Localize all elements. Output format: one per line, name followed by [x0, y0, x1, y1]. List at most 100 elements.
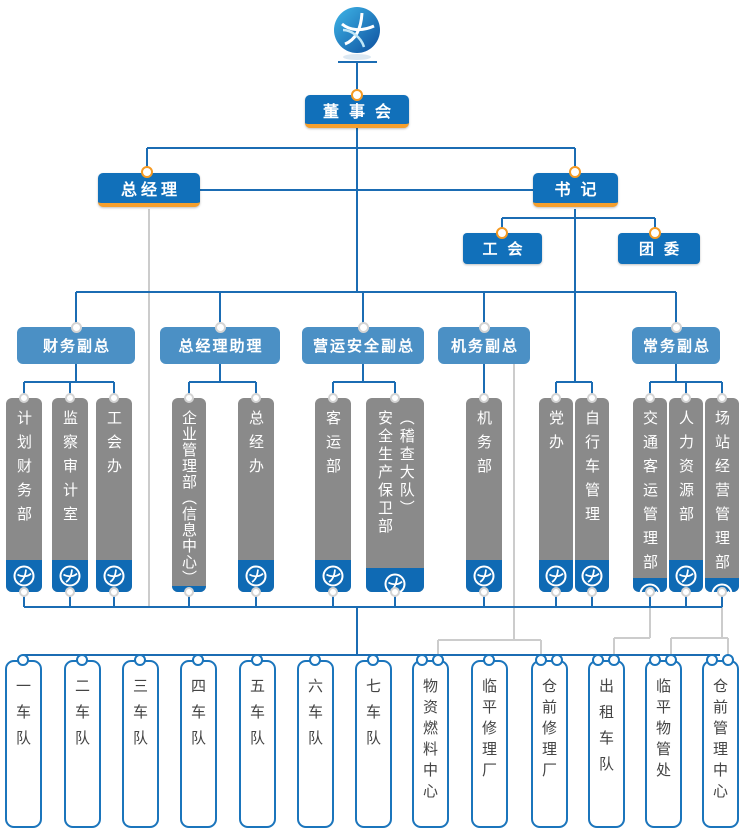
connector-dot: [551, 393, 561, 403]
dept-logo-footer: [669, 560, 703, 592]
connector-dot: [251, 587, 261, 597]
node-dept-bicycle-mgmt-label: 自行车管理: [583, 410, 601, 530]
connector-dot: [19, 393, 29, 403]
node-dept-transport-passenger-mgmt-label: 交通客运管理部: [641, 410, 659, 578]
node-youth-league: 团委: [618, 233, 700, 264]
connector-dot: [192, 654, 204, 666]
logo-icon: [581, 565, 603, 587]
connector-dot: [214, 321, 226, 333]
node-dept-bicycle-mgmt: 自行车管理: [575, 398, 609, 592]
connector-dot: [351, 89, 363, 101]
connector-dot: [141, 166, 153, 178]
node-unit-materials-fuel-center: 物资燃料中心: [411, 660, 449, 828]
node-unit-fleet-3: 三车队: [121, 660, 159, 828]
node-dept-party-office-label: 党办: [547, 410, 565, 458]
node-dept-safety-security: 安全生产保卫部（稽查大队）: [366, 398, 424, 592]
node-dept-planning-finance: 计划财务部: [6, 398, 42, 592]
node-secretary-label: 书记: [554, 180, 607, 199]
node-unit-fleet-2-label: 二车队: [73, 678, 91, 756]
connector-dot: [681, 587, 691, 597]
connector-dot: [432, 654, 444, 666]
connector-dot: [328, 393, 338, 403]
connector-dot: [109, 587, 119, 597]
node-dept-safety-security-label: 安全生产保卫部（稽查大队）: [376, 410, 416, 536]
connector-dot: [109, 393, 119, 403]
node-dept-party-office: 党办: [539, 398, 573, 592]
node-dept-station-mgmt-label: 场站经营管理部: [713, 410, 731, 578]
node-unit-linping-property-office-label: 临平物管处: [654, 678, 672, 783]
node-unit-fleet-4-label: 四车队: [189, 678, 207, 756]
connector-dot: [649, 654, 661, 666]
connector-dot: [645, 587, 655, 597]
logo-icon: [59, 565, 81, 587]
dept-logo-footer: [575, 560, 609, 592]
node-dept-union-office: 工会办: [96, 398, 132, 592]
node-vp-maintenance-label: 机务副总: [450, 337, 519, 355]
connector-dot: [357, 321, 369, 333]
node-unit-taxi-fleet-label: 出租车队: [597, 678, 615, 782]
node-vp-maintenance: 机务副总: [438, 327, 530, 364]
node-dept-maintenance: 机务部: [466, 398, 502, 592]
connector-dot: [587, 587, 597, 597]
node-unit-cangqian-mgmt-center: 仓前管理中心: [701, 660, 739, 828]
node-dept-planning-finance-label: 计划财务部: [15, 410, 33, 530]
connector-dot: [706, 654, 718, 666]
node-unit-fleet-3-label: 三车队: [131, 678, 149, 756]
connector-dot: [717, 393, 727, 403]
node-unit-fleet-1: 一车队: [4, 660, 42, 828]
node-dept-hr-label: 人力资源部: [677, 410, 695, 530]
node-dept-gm-office-label: 总经办: [247, 410, 265, 482]
dept-logo-footer: [366, 568, 424, 592]
logo-icon: [675, 565, 697, 587]
dept-logo-footer: [6, 560, 42, 592]
node-vp-finance-label: 财务副总: [42, 337, 111, 355]
node-dept-union-office-label: 工会办: [105, 410, 123, 482]
connector-dot: [551, 587, 561, 597]
dept-logo-footer: [539, 560, 573, 592]
connector-dot: [309, 654, 321, 666]
node-vp-operations-safety-label: 营运安全副总: [312, 337, 415, 355]
node-dept-maintenance-label: 机务部: [475, 410, 493, 482]
node-dept-hr: 人力资源部: [669, 398, 703, 592]
connector-dot: [608, 654, 620, 666]
connector-dot: [717, 587, 727, 597]
connector-dot: [184, 587, 194, 597]
connector-dot: [535, 654, 547, 666]
node-dept-supervision-audit: 监察审计室: [52, 398, 88, 592]
connector-dot: [70, 321, 82, 333]
connector-dot: [479, 393, 489, 403]
logo-icon: [245, 565, 267, 587]
node-dept-gm-office: 总经办: [238, 398, 274, 592]
node-dept-passenger-transport: 客运部: [315, 398, 351, 592]
node-unit-cangqian-repair-factory: 仓前修理厂: [530, 660, 568, 828]
node-unit-linping-repair-factory: 临平修理厂: [470, 660, 508, 828]
connector-dot: [569, 166, 581, 178]
connector-dot: [670, 321, 682, 333]
connector-dot: [17, 654, 29, 666]
connector-dot: [551, 654, 563, 666]
connector-dot: [184, 393, 194, 403]
dept-logo-footer: [52, 560, 88, 592]
connector-dot: [478, 321, 490, 333]
node-secretary: 书记: [533, 173, 618, 207]
connector-dot: [134, 654, 146, 666]
node-dept-supervision-audit-label: 监察审计室: [61, 410, 79, 530]
connector-dot: [645, 393, 655, 403]
logo-icon: [473, 565, 495, 587]
node-vp-gm-assistant-label: 总经理助理: [178, 337, 264, 355]
connector-dot: [722, 654, 734, 666]
node-unit-cangqian-mgmt-center-label: 仓前管理中心: [711, 678, 729, 804]
node-dept-passenger-transport-label: 客运部: [324, 410, 342, 482]
node-unit-fleet-1-label: 一车队: [14, 678, 32, 756]
connector-dot: [496, 227, 508, 239]
connector-dot: [65, 587, 75, 597]
connector-dot: [592, 654, 604, 666]
node-unit-fleet-5-label: 五车队: [248, 678, 266, 756]
connector-dot: [251, 393, 261, 403]
connector-dot: [251, 654, 263, 666]
connector-dot: [681, 393, 691, 403]
connector-dot: [587, 393, 597, 403]
logo-icon: [103, 565, 125, 587]
node-general-manager-label: 总经理: [120, 180, 181, 199]
